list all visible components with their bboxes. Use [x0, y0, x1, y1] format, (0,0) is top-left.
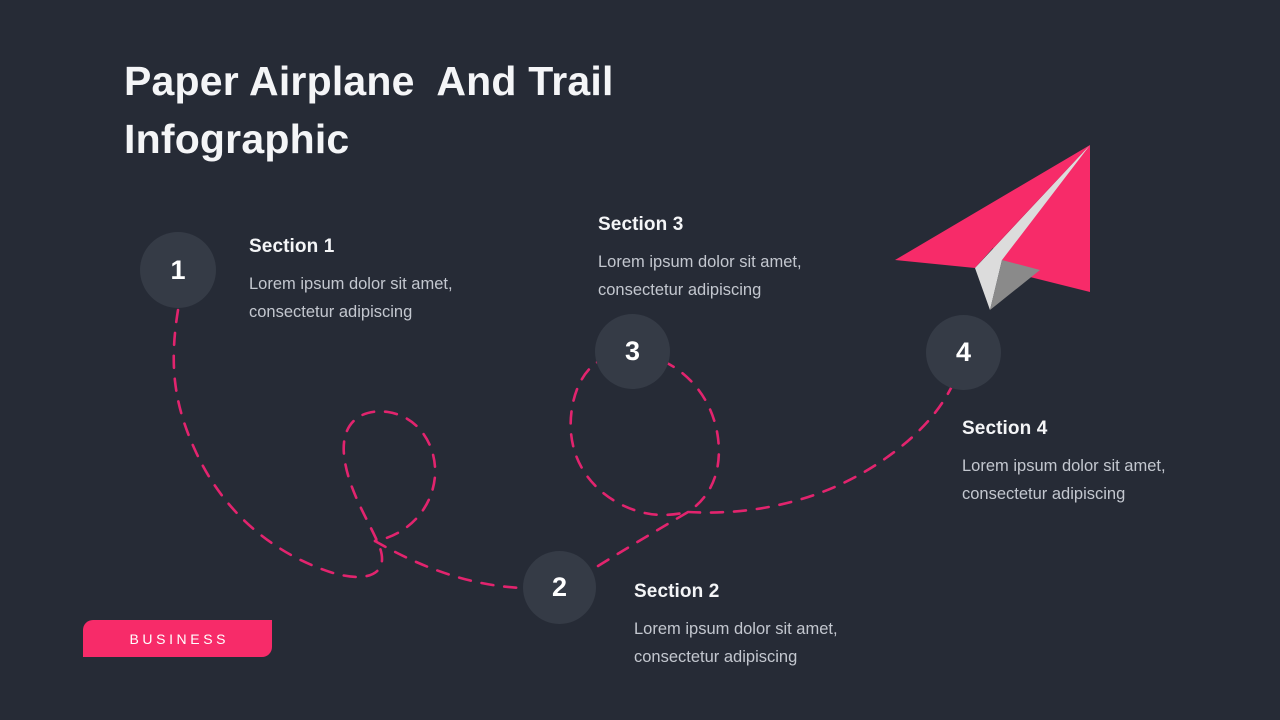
- step-node-3[interactable]: 3: [595, 314, 670, 389]
- section-2-body: Lorem ipsum dolor sit amet, consectetur …: [634, 620, 838, 666]
- section-block-1: Section 1 Lorem ipsum dolor sit amet, co…: [249, 236, 519, 326]
- airplane-wing-left: [895, 145, 1090, 268]
- step-node-3-number: 3: [624, 336, 641, 366]
- step-node-2-number: 2: [551, 572, 568, 602]
- page-title: Paper Airplane And Trail Infographic: [124, 58, 614, 163]
- step-node-4-number: 4: [955, 337, 972, 367]
- step-node-1[interactable]: 1: [140, 232, 216, 308]
- section-3-body: Lorem ipsum dolor sit amet, consectetur …: [598, 253, 802, 299]
- business-badge[interactable]: BUSINESS: [83, 620, 272, 657]
- paper-airplane-icon: [895, 145, 1090, 310]
- section-1-body: Lorem ipsum dolor sit amet, consectetur …: [249, 275, 453, 321]
- section-2-title: Section 2: [634, 581, 720, 602]
- trail-path-segment-4: [686, 370, 960, 514]
- step-node-4[interactable]: 4: [926, 315, 1001, 390]
- section-3-title: Section 3: [598, 214, 684, 235]
- step-node-2[interactable]: 2: [523, 551, 596, 624]
- section-4-body: Lorem ipsum dolor sit amet, consectetur …: [962, 457, 1166, 503]
- step-node-1-number: 1: [170, 254, 186, 285]
- airplane-fold-shadow: [990, 260, 1040, 310]
- section-block-2: Section 2 Lorem ipsum dolor sit amet, co…: [634, 581, 904, 671]
- trail-path-segment-2: [373, 539, 525, 590]
- section-block-4: Section 4 Lorem ipsum dolor sit amet, co…: [962, 418, 1230, 508]
- airplane-wing-right: [993, 145, 1090, 292]
- section-4-title: Section 4: [962, 418, 1048, 439]
- airplane-fold-light: [975, 145, 1090, 310]
- trail-path-segment-1: [172, 308, 437, 579]
- section-block-3: Section 3 Lorem ipsum dolor sit amet, co…: [598, 214, 870, 304]
- business-badge-label: BUSINESS: [129, 630, 230, 647]
- section-1-title: Section 1: [249, 236, 335, 257]
